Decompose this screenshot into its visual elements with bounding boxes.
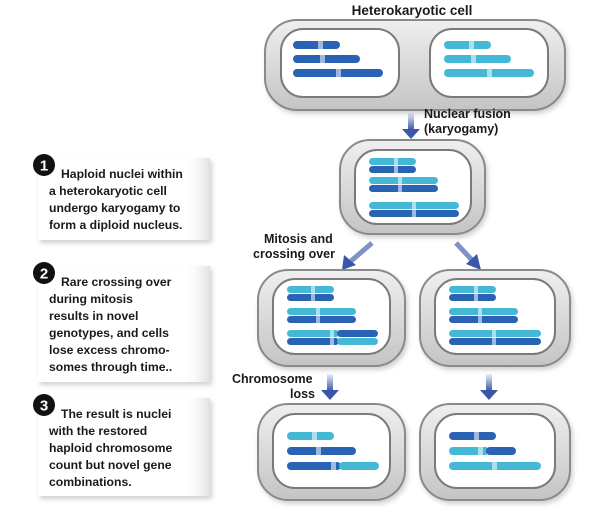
step-2-line-3: results in novel — [49, 309, 138, 323]
final-chromosomes-right — [449, 432, 541, 470]
final-chromosomes-left — [287, 432, 379, 470]
loss-arrow-left — [321, 374, 339, 400]
diploid-chromosomes — [369, 158, 459, 217]
nuclear-fusion-label: Nuclear fusion — [424, 107, 511, 121]
step-3-line-2: with the restored — [48, 424, 147, 438]
step-1-line-2: a heterokaryotic cell — [49, 184, 167, 198]
crossing-over-label: crossing over — [253, 247, 335, 261]
step-2-line-4: genotypes, and cells — [49, 326, 169, 340]
loss-arrow-right — [480, 374, 498, 400]
step-1-line-4: form a diploid nucleus. — [49, 218, 182, 232]
chromosome-loss-label: Chromosome — [232, 372, 313, 386]
step-3-line-3: haploid chromosome — [49, 441, 172, 455]
crossover-chromosomes-right — [449, 286, 541, 345]
step-2-line-5: lose excess chromo- — [49, 343, 170, 357]
step-1-line-1: Haploid nuclei within — [61, 167, 183, 181]
heterokaryotic-cell-title: Heterokaryotic cell — [352, 3, 473, 18]
final-cell-right — [419, 403, 571, 501]
mitosis-arrow-left — [342, 241, 374, 270]
diploid-cell — [339, 139, 486, 235]
step-2-number: 2 — [40, 266, 48, 283]
step-3-line-1: The result is nuclei — [61, 407, 171, 421]
step-3-badge — [33, 394, 55, 416]
mitosis-label: Mitosis and — [264, 232, 333, 246]
step-3-callout: 3 The result is nuclei with the restored… — [33, 394, 210, 496]
step-1-badge — [33, 154, 55, 176]
chromosomes-left — [293, 41, 383, 77]
fusion-arrow — [402, 113, 420, 139]
step-1-callout: 1 Haploid nuclei within a heterokaryotic… — [33, 154, 210, 240]
crossover-cell-right — [419, 269, 571, 367]
crossover-cell-left — [257, 269, 406, 367]
final-cell-left — [257, 403, 406, 501]
step-2-badge — [33, 262, 55, 284]
step-3-number: 3 — [40, 398, 48, 415]
loss-label: loss — [290, 387, 315, 401]
heterokaryotic-cell — [264, 19, 566, 111]
step-3-line-4: count but novel gene — [49, 458, 172, 472]
step-3-line-5: combinations. — [49, 475, 132, 489]
step-2-callout: 2 Rare crossing over during mitosis resu… — [33, 262, 210, 382]
crossover-chromosomes-left — [287, 286, 378, 345]
chromosomes-right — [444, 41, 534, 77]
step-2-line-2: during mitosis — [49, 292, 133, 306]
step-2-line-1: Rare crossing over — [61, 275, 172, 289]
step-2-line-6: somes through time.. — [49, 360, 172, 374]
step-1-number: 1 — [40, 158, 48, 175]
step-1-line-3: undergo karyogamy to — [49, 201, 180, 215]
mitosis-arrow-right — [454, 241, 481, 270]
karyogamy-label: (karyogamy) — [424, 122, 498, 136]
